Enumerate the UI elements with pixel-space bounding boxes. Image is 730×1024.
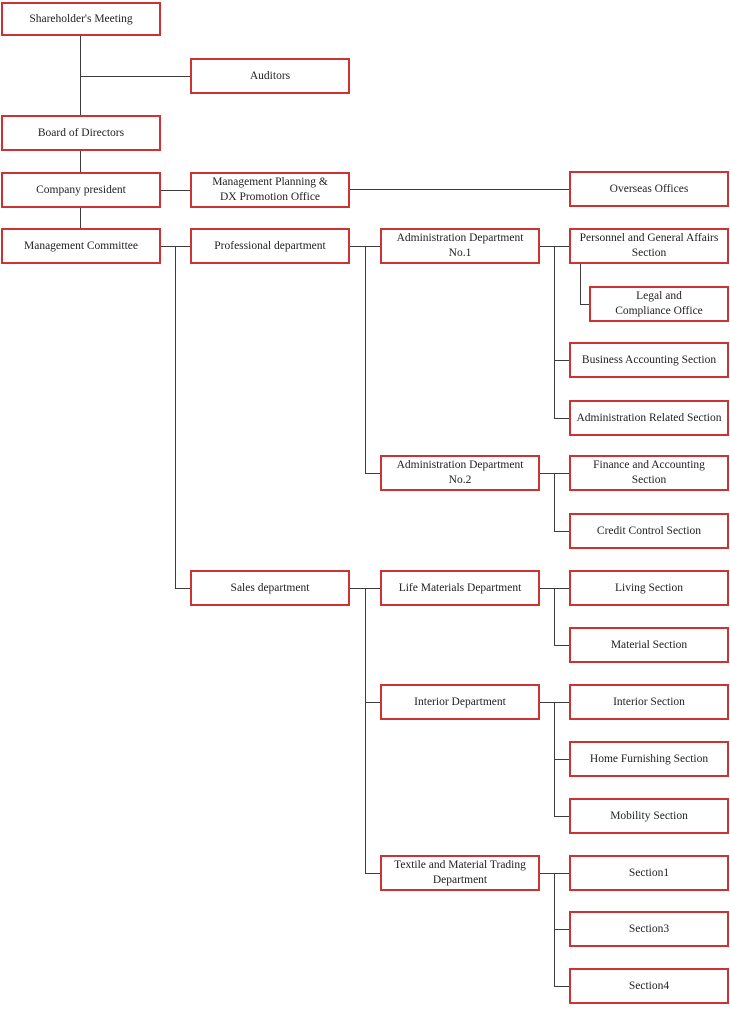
connector-line <box>580 304 589 305</box>
org-node-label: Administration Department No.2 <box>396 459 524 486</box>
connector-line <box>175 246 176 588</box>
org-node-label: Section3 <box>628 922 670 935</box>
org-node-shareholders-meeting: Shareholder's Meeting <box>1 2 161 36</box>
org-node-material-section: Material Section <box>569 627 729 663</box>
connector-line <box>554 816 569 817</box>
org-node-label: Overseas Offices <box>609 182 689 195</box>
connector-line <box>554 418 569 419</box>
org-node-sales-department: Sales department <box>190 570 350 606</box>
connector-line <box>365 588 366 873</box>
org-node-management-committee: Management Committee <box>1 228 161 264</box>
org-node-label: Interior Section <box>613 695 685 708</box>
org-node-label: Board of Directors <box>37 126 125 139</box>
org-node-label: Auditors <box>249 69 291 82</box>
org-node-company-president: Company president <box>1 172 161 208</box>
org-node-administration-department-no1: Administration Department No.1 <box>380 228 540 264</box>
connector-line <box>554 588 555 645</box>
org-node-label: Administration Department No.1 <box>396 232 524 259</box>
org-node-label: Living Section <box>614 581 684 594</box>
org-node-label: Shareholder's Meeting <box>29 12 133 25</box>
org-node-label: Sales department <box>230 581 310 594</box>
connector-line <box>80 208 81 228</box>
connector-line <box>365 246 366 473</box>
org-node-living-section: Living Section <box>569 570 729 606</box>
org-node-administration-department-no2: Administration Department No.2 <box>380 455 540 491</box>
org-node-label: Credit Control Section <box>596 524 702 537</box>
org-node-label: Section1 <box>628 866 670 879</box>
org-node-section4: Section4 <box>569 968 729 1004</box>
org-node-label: Life Materials Department <box>398 581 522 594</box>
org-node-label: Professional department <box>214 239 326 252</box>
org-node-personnel-general-affairs-section: Personnel and General Affairs Section <box>569 228 729 264</box>
connector-line <box>580 264 581 304</box>
org-node-label: Home Furnishing Section <box>589 752 709 765</box>
org-node-life-materials-department: Life Materials Department <box>380 570 540 606</box>
org-node-label: Management Planning & DX Promotion Offic… <box>212 176 328 203</box>
connector-line <box>554 759 569 760</box>
org-node-label: Legal and Compliance Office <box>615 290 703 317</box>
org-node-interior-department: Interior Department <box>380 684 540 720</box>
org-node-label: Mobility Section <box>610 809 688 822</box>
org-node-auditors: Auditors <box>190 58 350 94</box>
connector-line <box>554 473 555 531</box>
connector-line <box>554 986 569 987</box>
org-node-label: Personnel and General Affairs Section <box>579 232 719 259</box>
connector-line <box>554 531 569 532</box>
org-node-label: Finance and Accounting Section <box>593 459 705 486</box>
org-node-mobility-section: Mobility Section <box>569 798 729 834</box>
connector-line <box>554 360 569 361</box>
connector-line <box>350 189 569 190</box>
org-node-interior-section: Interior Section <box>569 684 729 720</box>
org-node-credit-control-section: Credit Control Section <box>569 513 729 549</box>
connector-line <box>554 246 555 418</box>
connector-line <box>80 151 81 172</box>
org-node-administration-related-section: Administration Related Section <box>569 400 729 436</box>
connector-line <box>365 473 380 474</box>
org-node-finance-accounting-section: Finance and Accounting Section <box>569 455 729 491</box>
org-node-business-accounting-section: Business Accounting Section <box>569 342 729 378</box>
org-node-professional-department: Professional department <box>190 228 350 264</box>
connector-line <box>175 588 190 589</box>
connector-line <box>554 929 569 930</box>
org-node-label: Company president <box>36 183 126 196</box>
connector-line <box>365 702 380 703</box>
org-node-label: Textile and Material Trading Department <box>394 859 526 886</box>
connector-line <box>554 645 569 646</box>
org-node-overseas-offices: Overseas Offices <box>569 171 729 207</box>
org-node-label: Interior Department <box>414 695 506 708</box>
connector-line <box>161 190 190 191</box>
org-node-label: Management Committee <box>23 239 138 252</box>
org-node-section1: Section1 <box>569 855 729 891</box>
org-node-textile-material-trading-department: Textile and Material Trading Department <box>380 855 540 891</box>
connector-line <box>80 36 81 115</box>
org-node-label: Business Accounting Section <box>581 353 717 366</box>
org-node-legal-compliance-office: Legal and Compliance Office <box>589 286 729 322</box>
org-node-label: Material Section <box>610 638 688 651</box>
org-node-label: Administration Related Section <box>576 411 722 424</box>
org-node-section3: Section3 <box>569 911 729 947</box>
org-node-board-of-directors: Board of Directors <box>1 115 161 151</box>
org-node-management-planning-dx-office: Management Planning & DX Promotion Offic… <box>190 172 350 208</box>
org-node-home-furnishing-section: Home Furnishing Section <box>569 741 729 777</box>
org-node-label: Section4 <box>628 979 670 992</box>
connector-line <box>365 873 380 874</box>
connector-line <box>80 76 190 77</box>
